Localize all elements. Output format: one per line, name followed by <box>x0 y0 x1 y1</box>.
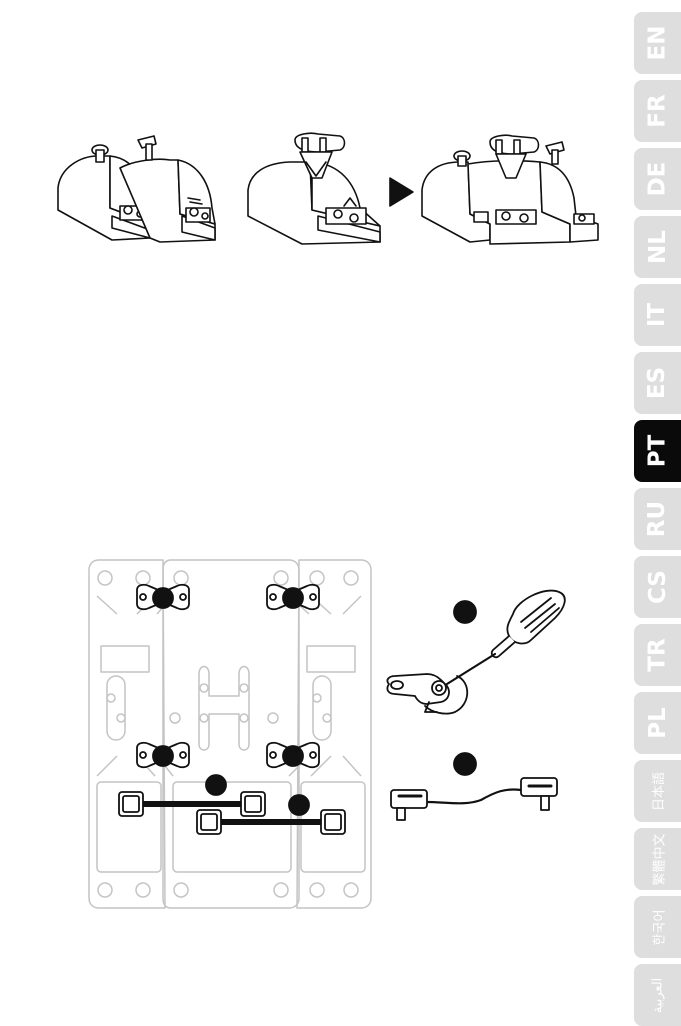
speedbrake-modules-pair <box>58 136 215 242</box>
language-tab-label: PL <box>644 707 670 739</box>
language-tab-ru[interactable]: RU <box>634 488 681 550</box>
screw-mount-bottom-left <box>137 743 189 767</box>
base-plates <box>89 560 371 908</box>
language-tab-label: DE <box>645 162 671 197</box>
language-tab-pt[interactable]: PT <box>634 420 681 482</box>
language-tab-zh-tw[interactable]: 繁體中文 <box>634 828 681 890</box>
underside-connection-diagram <box>85 556 585 912</box>
language-tab-ar[interactable]: العربية <box>634 964 681 1026</box>
language-tab-fr[interactable]: FR <box>634 80 681 142</box>
language-tab-label: RU <box>644 501 670 537</box>
language-tab-label: 日本語 <box>648 771 667 810</box>
language-tab-label: 繁體中文 <box>648 833 667 885</box>
language-tab-es[interactable]: ES <box>634 352 681 414</box>
step-marker-cable-detail <box>454 753 476 775</box>
cable-connections <box>119 775 345 834</box>
language-tab-label: العربية <box>650 977 665 1013</box>
language-tab-ko[interactable]: 한국어 <box>634 896 681 958</box>
language-tab-pl[interactable]: PL <box>634 692 681 754</box>
language-tab-label: EN <box>645 26 671 61</box>
screw-mount-top-right <box>267 585 319 609</box>
screw-mount-bottom-right <box>267 743 319 767</box>
cable-detail <box>391 753 557 820</box>
throttle-assembly-illustration <box>50 128 610 258</box>
language-tab-ja[interactable]: 日本語 <box>634 760 681 822</box>
language-tab-label: FR <box>644 94 670 127</box>
language-tab-label: PT <box>644 435 670 468</box>
language-tab-label: CS <box>645 570 671 604</box>
screw-mount-top-left <box>137 585 189 609</box>
language-tabs: EN FR DE NL IT ES PT RU CS TR PL 日本語 繁體中… <box>634 12 681 1020</box>
language-tab-it[interactable]: IT <box>634 284 681 346</box>
language-tab-nl[interactable]: NL <box>634 216 681 278</box>
language-tab-de[interactable]: DE <box>634 148 681 210</box>
assembled-quadrant <box>422 135 598 244</box>
throttle-module <box>248 133 380 244</box>
language-tab-en[interactable]: EN <box>634 12 681 74</box>
screwdriver-detail <box>387 591 564 714</box>
language-tab-cs[interactable]: CS <box>634 556 681 618</box>
language-tab-label: NL <box>645 230 671 264</box>
language-tab-label: TR <box>645 638 671 671</box>
step-marker-cable-1 <box>206 775 226 795</box>
language-tab-label: IT <box>645 303 671 327</box>
transition-arrow <box>390 178 413 206</box>
language-tab-tr[interactable]: TR <box>634 624 681 686</box>
step-marker-screw <box>454 601 476 623</box>
language-tab-label: 한국어 <box>648 909 667 945</box>
step-marker-cable-2 <box>289 795 309 815</box>
language-tab-label: ES <box>645 367 671 399</box>
